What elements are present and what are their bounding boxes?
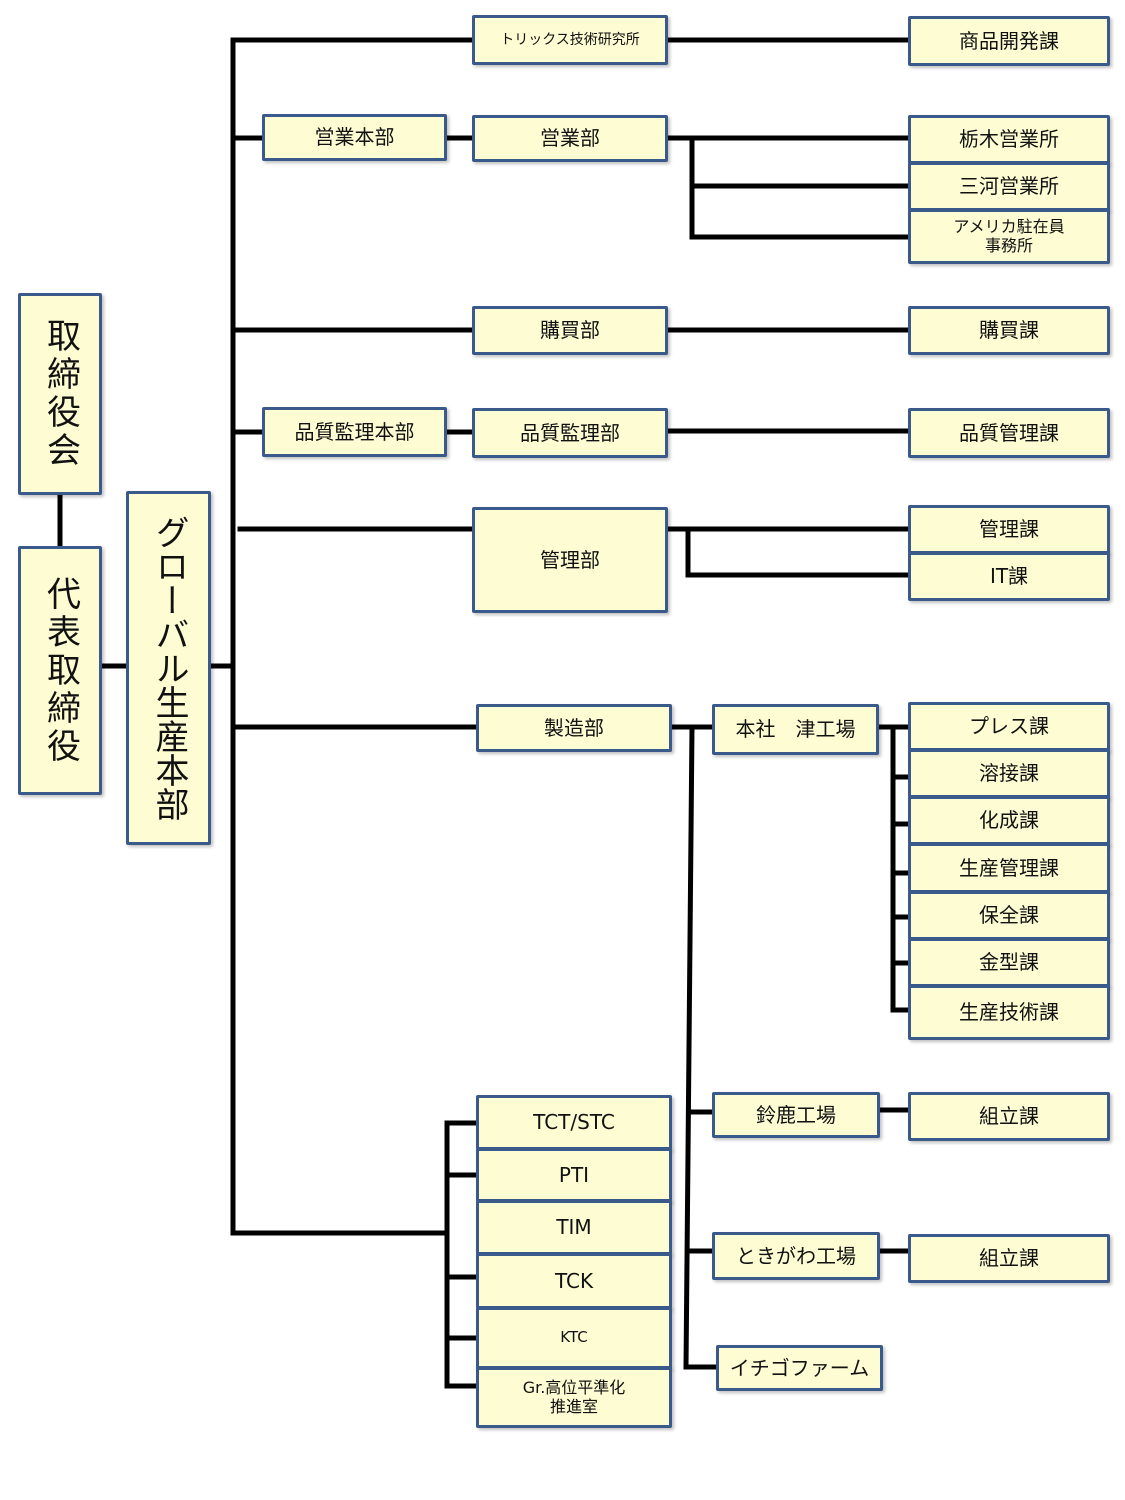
strawberry-farm-box: イチゴファーム bbox=[716, 1345, 883, 1391]
manufacturing-dept-box: 製造部 bbox=[476, 704, 672, 752]
board-of-directors-box: 取締役会 bbox=[18, 293, 102, 495]
suzuka-plant-box: 鈴鹿工場 bbox=[712, 1092, 880, 1138]
admin-dept-box: 管理部 bbox=[472, 507, 668, 613]
ceo-box: 代表取締役 bbox=[18, 546, 102, 795]
affiliate-tct-stc-box: TCT/STC bbox=[476, 1095, 672, 1150]
quality-control-section-box: 品質管理課 bbox=[908, 408, 1110, 458]
affiliate-pti-box: PTI bbox=[476, 1148, 672, 1202]
welding-section-box: 溶接課 bbox=[908, 749, 1110, 798]
sales-dept-box: 営業部 bbox=[472, 115, 668, 162]
america-office-box: アメリカ駐在員 事務所 bbox=[908, 209, 1110, 264]
suzuka-assembly-section-box: 組立課 bbox=[908, 1092, 1110, 1141]
connector-mfg-vertical bbox=[683, 724, 695, 1370]
admin-section-box: 管理課 bbox=[908, 505, 1110, 554]
affiliate-tim-box: TIM bbox=[476, 1200, 672, 1255]
tokigawa-plant-box: ときがわ工場 bbox=[712, 1232, 880, 1280]
tochigi-office-box: 栃木営業所 bbox=[908, 115, 1110, 164]
purchasing-section-box: 購買課 bbox=[908, 306, 1110, 355]
chemical-section-box: 化成課 bbox=[908, 796, 1110, 845]
it-section-box: IT課 bbox=[908, 552, 1110, 601]
affiliate-tck-box: TCK bbox=[476, 1253, 672, 1309]
production-engineering-section-box: 生産技術課 bbox=[908, 985, 1110, 1040]
sales-division-box: 営業本部 bbox=[262, 114, 447, 161]
purchasing-dept-box: 購買部 bbox=[472, 306, 668, 355]
tokigawa-assembly-section-box: 組立課 bbox=[908, 1234, 1110, 1283]
global-production-hq-box: グローバル生産本部 bbox=[126, 491, 211, 845]
production-control-section-box: 生産管理課 bbox=[908, 843, 1110, 893]
tsu-plant-box: 本社 津工場 bbox=[712, 704, 879, 755]
product-development-section-box: 商品開発課 bbox=[908, 16, 1110, 66]
die-section-box: 金型課 bbox=[908, 938, 1110, 987]
leveling-promotion-office-box: Gr.高位平準化 推進室 bbox=[476, 1367, 672, 1428]
mikawa-office-box: 三河営業所 bbox=[908, 162, 1110, 211]
affiliate-ktc-box: KTC bbox=[476, 1307, 672, 1369]
quality-division-box: 品質監理本部 bbox=[262, 407, 447, 457]
maintenance-section-box: 保全課 bbox=[908, 891, 1110, 940]
quality-dept-box: 品質監理部 bbox=[472, 408, 668, 458]
press-section-box: プレス課 bbox=[908, 702, 1110, 751]
research-institute-box: トリックス技術研究所 bbox=[472, 15, 668, 65]
